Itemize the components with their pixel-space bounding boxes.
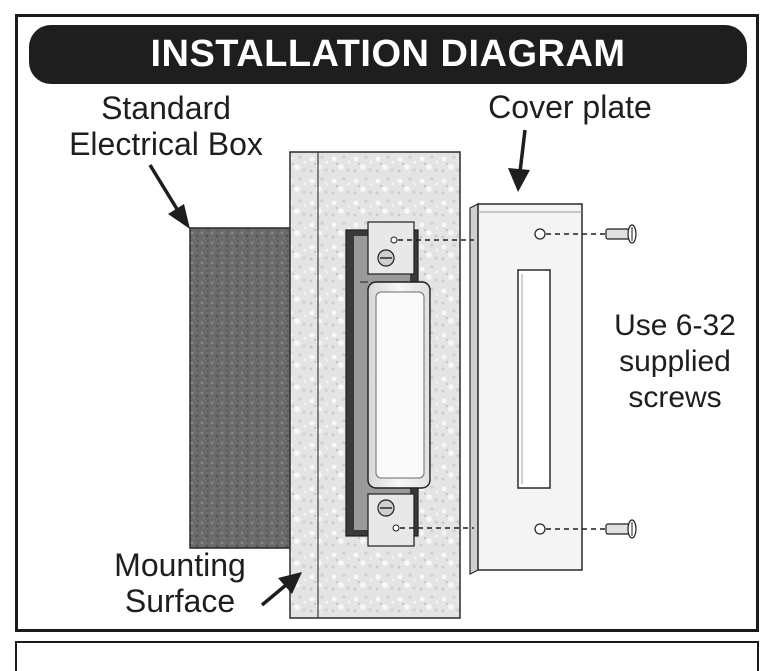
- alignment-lines: [398, 233, 606, 530]
- electrical-box: [189, 227, 301, 549]
- arrow-to-surface: [260, 572, 302, 607]
- cover-plate: [469, 203, 583, 575]
- label-electrical-box: Standard Electrical Box: [48, 90, 284, 162]
- diagram-title: INSTALLATION DIAGRAM: [150, 33, 626, 75]
- label-electrical-box-line1: Standard: [101, 90, 231, 126]
- label-electrical-box-line2: Electrical Box: [69, 126, 263, 162]
- label-screws-line1: Use 6-32: [614, 309, 736, 342]
- arrow-to-cover: [508, 129, 530, 192]
- label-screws-line3: screws: [628, 381, 722, 414]
- label-mounting-surface-line1: Mounting: [114, 547, 246, 583]
- screw-top: [605, 224, 637, 244]
- diagram-frame: [15, 14, 759, 632]
- label-screws-line2: supplied: [619, 345, 731, 378]
- arrow-to-box: [148, 164, 190, 229]
- title-banner: INSTALLATION DIAGRAM: [29, 25, 747, 84]
- label-cover-plate: Cover plate: [488, 89, 652, 125]
- label-mounting-surface-line2: Surface: [124, 583, 236, 619]
- label-mounting-surface: Mounting Surface: [100, 547, 260, 619]
- label-screws: Use 6-32 supplied screws: [590, 308, 760, 416]
- electric-strike: [345, 221, 431, 547]
- screw-bottom: [605, 519, 637, 539]
- lower-panel-edge: [15, 641, 759, 671]
